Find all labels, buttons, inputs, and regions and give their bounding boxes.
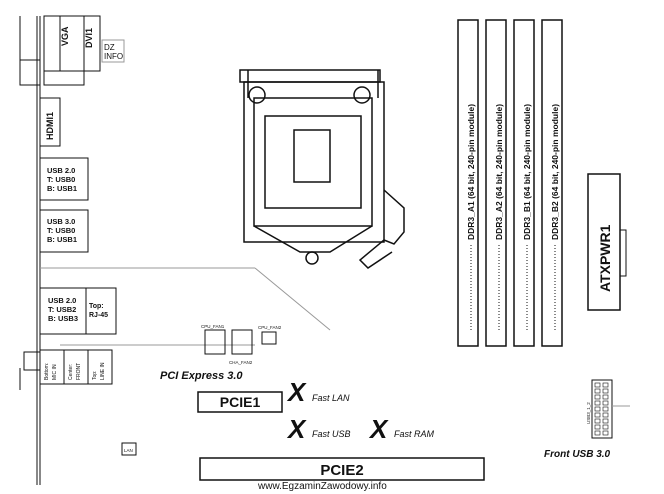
fan-headers: CPU_FAN1 CHA_FAN2 CPU_FAN2	[201, 324, 282, 365]
ram-slot-a1	[457, 19, 479, 347]
vga-label: VGA	[60, 26, 70, 46]
ram-slot-b2	[541, 19, 563, 347]
audio-jacks: Bottom: MIC IN Center: FRONT Top: LINE I…	[23, 349, 113, 385]
cpu-fan2-header	[261, 331, 277, 345]
usb20-bottom-line1: USB 2.0	[48, 296, 76, 305]
hdmi-label: HDMI1	[45, 112, 55, 140]
dz-label: DZ	[104, 43, 115, 52]
usb20-bottom-line3: B: USB3	[48, 314, 78, 323]
audio-bottom-line1: Bottom:	[44, 363, 50, 380]
usb-header-pins	[594, 382, 609, 436]
lan-chip: LAN	[121, 442, 137, 456]
front-usb-label: Front USB 3.0	[544, 449, 611, 460]
fast-ram-label: Fast RAM	[394, 429, 435, 439]
ram-label-b2: DDR3_B2 (64 bit, 240-pin module)	[550, 104, 560, 240]
ram-label-a2: DDR3_A2 (64 bit, 240-pin module)	[494, 104, 504, 240]
fast-ram-marker: X Fast RAM	[368, 414, 435, 444]
audio-top-line1: Top:	[92, 371, 98, 380]
x-lan-icon: X	[286, 377, 307, 407]
pcie-caption: PCI Express 3.0	[160, 370, 243, 382]
usb20-top-line2: T: USB0	[47, 175, 75, 184]
ram-label-b1: DDR3_B1 (64 bit, 240-pin module)	[522, 104, 532, 240]
x-ram-icon: X	[368, 414, 389, 444]
rj45-line1: Top:	[89, 303, 104, 310]
cpu-fan1-label: CPU_FAN1	[201, 324, 225, 329]
dvi-label: DVI1	[84, 28, 94, 48]
usb20-top-port: USB 2.0 T: USB0 B: USB1	[39, 157, 89, 201]
usb20-bottom-line2: T: USB2	[48, 305, 76, 314]
usb20-top-line1: USB 2.0	[47, 166, 75, 175]
atx-power-connector: ATXPWR1	[587, 173, 627, 311]
ram-slots: DDR3_A1 (64 bit, 240-pin module) DDR3_A2…	[457, 19, 563, 347]
hdmi-port: HDMI1	[39, 97, 61, 147]
info-label: INFO	[104, 52, 123, 61]
cpu-fan1-header	[204, 329, 226, 355]
audio-center-line2: FRONT	[76, 363, 82, 380]
usb30-line1: USB 3.0	[47, 217, 75, 226]
front-usb-header: USB3_1_2 Front USB 3.0	[544, 379, 630, 460]
cha-fan2-label: CHA_FAN2	[229, 360, 253, 365]
pcie2-label: PCIE2	[320, 462, 363, 479]
watermark: www.EgzaminZawodowy.info	[257, 481, 387, 492]
pcie2-slot: PCIE2	[199, 457, 485, 481]
usb3-header-label: USB3_1_2	[586, 402, 591, 424]
atx-label: ATXPWR1	[597, 224, 613, 292]
fast-usb-marker: X Fast USB	[286, 414, 351, 444]
ram-slot-a2	[485, 19, 507, 347]
pcie1-label: PCIE1	[220, 394, 261, 410]
cha-fan2-header	[231, 329, 253, 355]
fast-lan-label: Fast LAN	[312, 393, 350, 403]
fast-usb-label: Fast USB	[312, 429, 351, 439]
lan-label: LAN	[124, 448, 133, 453]
usb30-port: USB 3.0 T: USB0 B: USB1	[39, 209, 89, 253]
ram-label-a1: DDR3_A1 (64 bit, 240-pin module)	[466, 104, 476, 240]
fast-lan-marker: X Fast LAN	[286, 377, 350, 407]
pcie1-slot: PCIE1	[197, 391, 283, 413]
usb20-top-line3: B: USB1	[47, 184, 77, 193]
usb30-line3: B: USB1	[47, 235, 77, 244]
rear-io-panel: VGA DVI1 DZ INFO	[19, 15, 125, 485]
rj45-line2: RJ-45	[89, 312, 108, 319]
ram-slot-b1	[513, 19, 535, 347]
cpu-fan2-label: CPU_FAN2	[258, 325, 282, 330]
x-usb-icon: X	[286, 414, 307, 444]
audio-center-line1: Center:	[68, 364, 74, 380]
usb20-bottom-lan-stack: USB 2.0 T: USB2 B: USB3 Top: RJ-45	[39, 287, 117, 335]
audio-top-line2: LINE IN	[100, 362, 106, 380]
cpu-socket	[239, 69, 405, 269]
audio-bottom-line2: MIC IN	[52, 364, 58, 380]
usb30-line2: T: USB0	[47, 226, 75, 235]
